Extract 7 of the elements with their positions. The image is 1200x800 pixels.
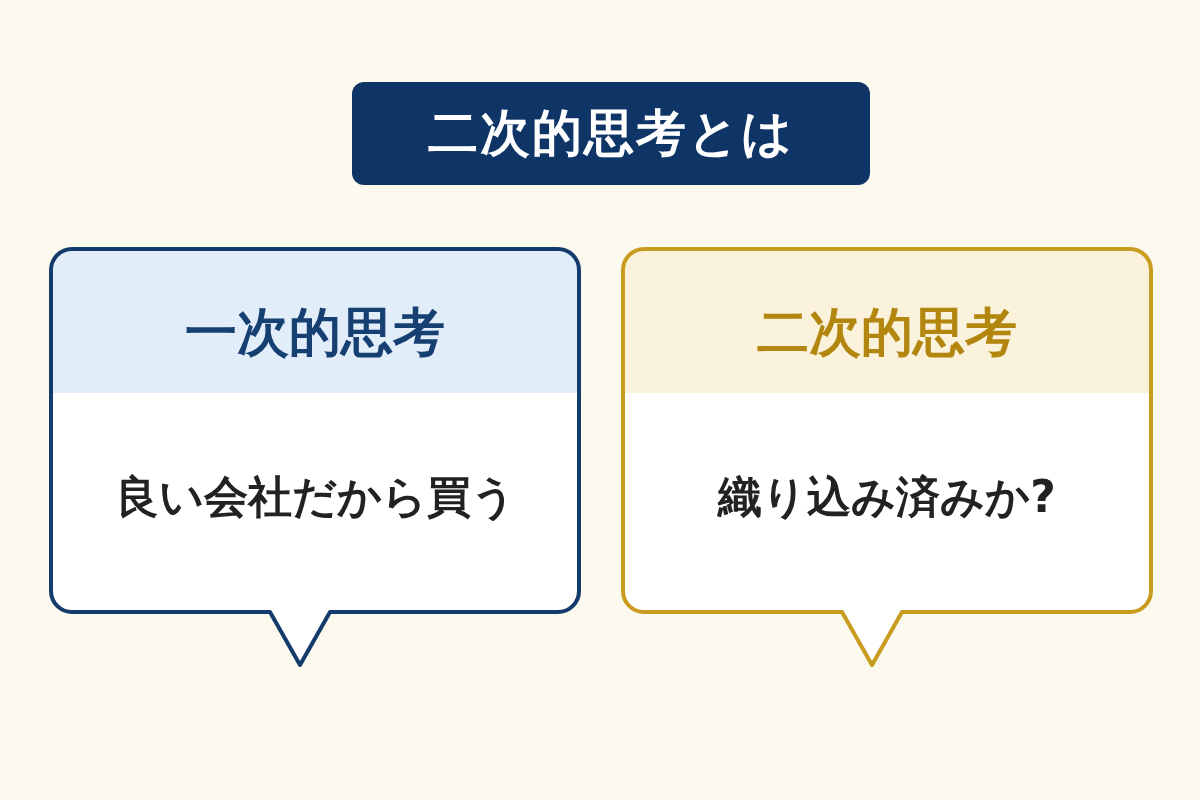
heading: 二次的思考 [756,301,1018,364]
body-text: 良い会社だから買う [113,470,517,524]
title-banner: 二次的思考とは [352,82,870,185]
speech-bubble [48,246,582,670]
heading: 一次的思考 [184,301,446,364]
speech-bubble [620,246,1154,670]
body-text: 織り込み済みか? [716,470,1057,524]
